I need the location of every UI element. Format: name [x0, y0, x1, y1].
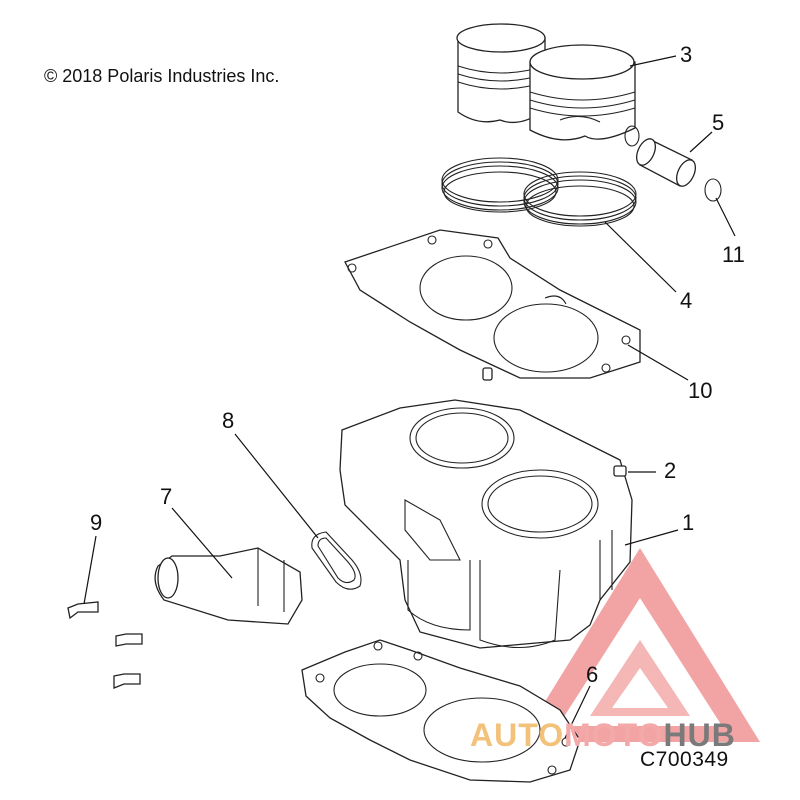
dowel-pin-upper — [613, 465, 627, 477]
leader-lines — [83, 55, 736, 739]
piston-rings — [441, 157, 637, 227]
callout-2: 2 — [664, 458, 676, 483]
pistons — [456, 23, 636, 141]
callout-8: 8 — [222, 408, 234, 433]
cylinder-block — [339, 399, 633, 649]
callout-10: 10 — [688, 378, 712, 403]
callout-1: 1 — [682, 510, 694, 535]
piston-pin — [635, 138, 697, 187]
copyright-notice: © 2018 Polaris Industries Inc. — [44, 66, 280, 86]
base-gasket — [301, 639, 581, 783]
callout-11: 11 — [722, 242, 745, 267]
diagram-id: C700349 — [640, 748, 729, 771]
callout-4: 4 — [680, 288, 692, 313]
watermark-text-hub: HUB — [663, 717, 736, 753]
watermark-text-auto: AUTO — [470, 717, 565, 753]
callouts: 3 5 11 4 10 2 1 6 8 7 9 — [90, 42, 745, 687]
callout-9: 9 — [90, 510, 102, 535]
head-gasket — [344, 229, 641, 379]
bolts — [67, 601, 143, 689]
callout-5: 5 — [712, 110, 724, 135]
callout-7: 7 — [160, 484, 172, 509]
callout-3: 3 — [680, 42, 692, 67]
watermark-text-moto: MOTO — [564, 717, 664, 753]
watermark-text: AUTOMOTOHUB — [470, 717, 736, 754]
dowel-pin-lower — [482, 367, 493, 381]
pin-circlips — [624, 125, 722, 202]
water-outlet — [154, 547, 303, 625]
watermark-triangle-logo — [520, 548, 760, 742]
outlet-gasket — [311, 531, 362, 590]
callout-6: 6 — [586, 662, 598, 687]
